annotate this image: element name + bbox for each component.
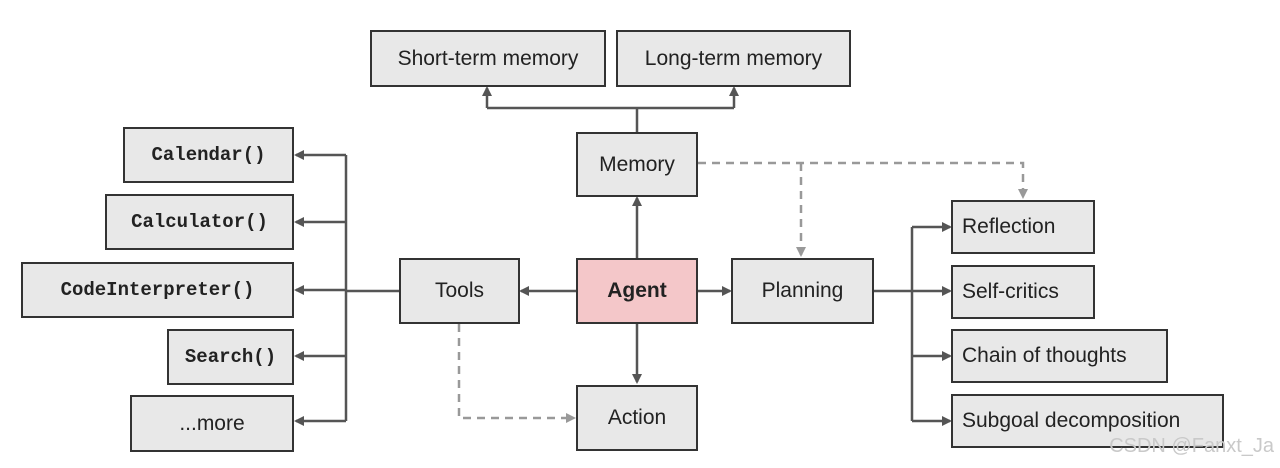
calculator-box <box>105 194 294 250</box>
agent-box <box>576 258 698 324</box>
tool-item-codeinterpreter: CodeInterpreter() <box>60 279 255 301</box>
watermark-text: CSDN @Fanxt_Ja <box>1109 435 1274 457</box>
tools-box <box>399 258 520 324</box>
memory-label: Memory <box>599 152 675 176</box>
search-box <box>167 329 294 385</box>
planning-item-subgoal: Subgoal decomposition <box>962 409 1181 432</box>
planning-item-self-critics: Self-critics <box>962 280 1059 303</box>
agent-label: Agent <box>607 279 667 302</box>
calendar-box <box>123 127 294 183</box>
chain-of-thoughts-box <box>951 329 1168 383</box>
long-term-memory-box <box>616 30 851 87</box>
planning-label: Planning <box>761 279 844 302</box>
tools-label: Tools <box>434 279 485 302</box>
tool-item-calendar: Calendar() <box>151 144 266 166</box>
more-box <box>130 395 294 452</box>
short-term-memory-box <box>370 30 606 87</box>
tool-item-search: Search() <box>184 346 277 368</box>
reflection-box <box>951 200 1095 254</box>
tool-item-more: ...more <box>179 411 245 435</box>
memory-to-reflection-dashed <box>698 161 1028 199</box>
subgoal-box <box>951 394 1224 448</box>
action-label: Action <box>607 406 667 429</box>
planning-item-reflection: Reflection <box>962 215 1056 238</box>
long-term-memory-label: Long-term memory <box>644 46 823 70</box>
action-box <box>576 385 698 451</box>
memory-box <box>576 132 698 197</box>
planning-box <box>731 258 874 324</box>
planning-item-chain-of-thoughts: Chain of thoughts <box>962 344 1127 367</box>
short-term-memory-label: Short-term memory <box>397 46 579 70</box>
tools-to-action-dashed <box>457 324 576 423</box>
self-critics-box <box>951 265 1095 319</box>
tool-item-calculator: Calculator() <box>131 211 268 233</box>
codeinterpreter-box <box>21 262 294 318</box>
